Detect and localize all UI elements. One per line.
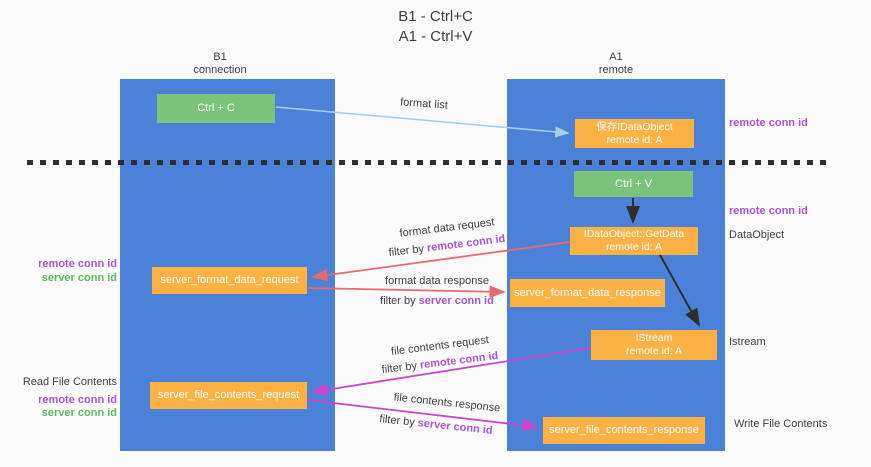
diagram-title: B1 - Ctrl+C A1 - Ctrl+V <box>0 7 871 47</box>
filter-by-text-1: filter by <box>388 242 425 260</box>
save-idataobject-line2: remote id: A <box>606 133 663 146</box>
column-b1-role: connection <box>193 64 247 76</box>
file-request-label: server_file_contents_request <box>157 389 300 401</box>
istream-box: IStream remote id: A <box>591 330 717 360</box>
filter-by-text-2: filter by <box>380 295 416 307</box>
istream-line2: remote id: A <box>625 345 683 357</box>
dashed-separator <box>27 160 833 165</box>
istream-side-label: Istream <box>729 336 766 348</box>
format-list-annotation: format list <box>399 96 449 112</box>
format-response-annotation: format data response <box>385 275 489 287</box>
getdata-line1: IDataObject::GetData <box>583 228 685 240</box>
file-response-box: server_file_contents_response <box>543 417 705 444</box>
istream-line1: IStream <box>635 332 673 344</box>
column-a1-name: A1 <box>609 51 623 63</box>
filter-server-conn-id-1: server conn id <box>418 295 494 307</box>
getdata-box: IDataObject::GetData remote id: A <box>570 227 698 255</box>
file-request-box: server_file_contents_request <box>150 382 307 409</box>
getdata-line2: remote id: A <box>605 241 663 253</box>
column-a1-role: remote <box>598 64 634 76</box>
server-conn-id-label-left1: server conn id <box>41 272 117 284</box>
format-request-box: server_format_data_request <box>152 267 307 294</box>
format-response-arrow <box>307 285 506 299</box>
dataobject-label: DataObject <box>729 229 785 241</box>
remote-conn-id-label-mid: remote conn id <box>729 205 808 217</box>
column-header-b1: B1 connection <box>120 51 320 77</box>
read-file-contents-label: Read File Contents <box>22 376 117 388</box>
format-request-label: server_format_data_request <box>160 274 299 286</box>
write-file-contents-label: Write File Contents <box>734 418 828 430</box>
ctrl-c-label: Ctrl + C <box>197 102 235 114</box>
filter-by-text-4: filter by <box>378 413 416 429</box>
ctrl-v-box: Ctrl + V <box>574 171 693 197</box>
filter-remote-conn-id-1: remote conn id <box>426 232 506 255</box>
remote-conn-id-label-left2: remote conn id <box>38 394 117 406</box>
filter-by-text-3: filter by <box>381 359 418 377</box>
file-response-annotation: file contents response <box>393 391 501 415</box>
server-conn-id-label-left2: server conn id <box>41 407 117 419</box>
save-idataobject-box: 保存IDataObject remote id: A <box>575 119 694 148</box>
remote-conn-id-label-top: remote conn id <box>729 117 808 129</box>
ctrl-v-label: Ctrl + V <box>615 177 652 190</box>
column-header-a1: A1 remote <box>516 51 716 77</box>
remote-conn-id-label-left1: remote conn id <box>38 258 117 270</box>
format-response-label: server_format_data_response <box>514 286 661 299</box>
format-response-box: server_format_data_response <box>510 279 665 307</box>
file-response-label: server_file_contents_response <box>549 424 699 436</box>
save-idataobject-line1: 保存IDataObject <box>596 120 673 133</box>
column-b1-name: B1 <box>213 51 227 63</box>
ctrl-c-box: Ctrl + C <box>157 94 275 123</box>
filter-server-conn-id-2: server conn id <box>417 417 494 437</box>
title-line-2: A1 - Ctrl+V <box>398 28 473 45</box>
title-line-1: B1 - Ctrl+C <box>398 8 473 25</box>
